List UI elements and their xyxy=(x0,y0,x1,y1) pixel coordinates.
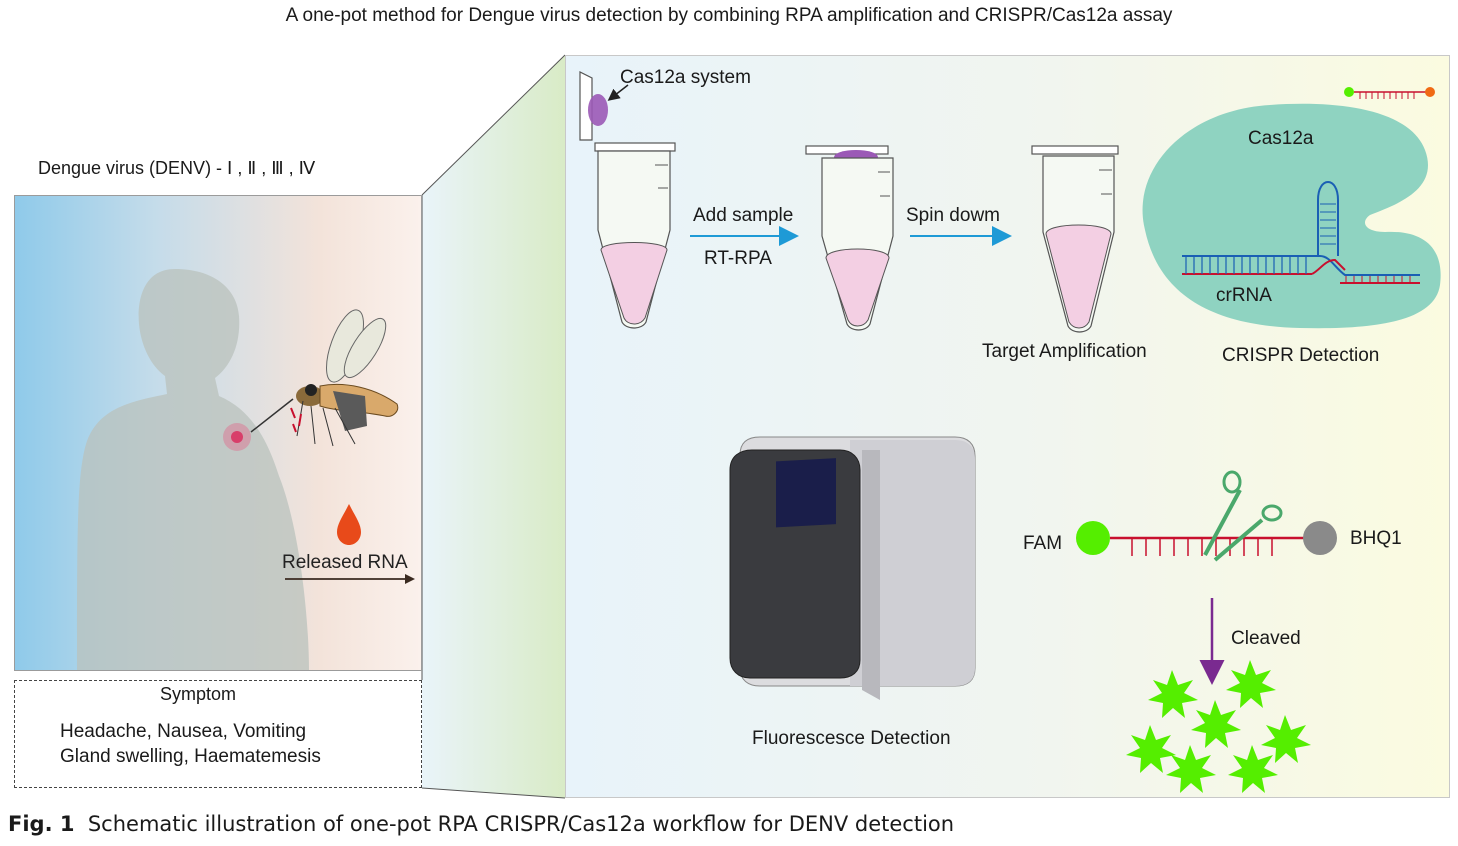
symptom-heading: Symptom xyxy=(160,684,237,704)
symptom-line-2: Gland swelling, Haematemesis xyxy=(60,746,321,767)
blood-drop-icon xyxy=(337,504,361,545)
fluorescence-burst xyxy=(1126,660,1311,793)
released-rna-label: Released RNA xyxy=(282,552,408,573)
reporter-probe xyxy=(1076,521,1337,556)
instrument-screen xyxy=(776,458,836,528)
patient-illustration xyxy=(77,269,415,670)
tube-1 xyxy=(579,71,676,329)
bhq1-label: BHQ1 xyxy=(1350,528,1402,549)
symptom-box xyxy=(14,680,422,788)
star-5 xyxy=(1261,715,1311,763)
virus-label: Dengue virus (DENV) - Ⅰ , Ⅱ , Ⅲ , Ⅳ xyxy=(38,158,316,178)
bhq1-quencher xyxy=(1303,521,1337,555)
crispr-detection-label: CRISPR Detection xyxy=(1222,345,1380,366)
mosquito-icon xyxy=(250,309,399,447)
caption-text: Schematic illustration of one-pot RPA CR… xyxy=(87,812,955,836)
crrna-complex xyxy=(1182,181,1420,284)
symptom-line-1: Headache, Nausea, Vomiting xyxy=(60,721,307,742)
zoom-line-bottom xyxy=(421,787,566,799)
rt-rpa-label: RT-RPA xyxy=(704,248,772,269)
cleaved-label: Cleaved xyxy=(1231,628,1301,649)
star-6 xyxy=(1166,745,1216,793)
star-1 xyxy=(1148,670,1198,718)
tube-3 xyxy=(1031,145,1119,333)
scissors-icon xyxy=(1203,470,1283,562)
figure-caption: Fig. 1 Schematic illustration of one-pot… xyxy=(8,812,954,836)
cas12a-drop xyxy=(588,94,608,126)
spin-down-label: Spin dowm xyxy=(906,205,1000,226)
zoom-line-top xyxy=(421,54,566,196)
star-2 xyxy=(1226,660,1276,708)
fluorescence-instrument xyxy=(729,436,976,700)
fluorescence-detection-label: Fluorescesce Detection xyxy=(752,728,951,749)
cas12a-protein xyxy=(1142,103,1441,329)
star-3 xyxy=(1191,700,1241,748)
zoom-wedge xyxy=(422,55,565,798)
fam-fluorophore xyxy=(1076,521,1110,555)
patient-panel xyxy=(14,195,422,671)
star-7 xyxy=(1228,745,1278,793)
crrna-label: crRNA xyxy=(1216,285,1272,306)
cas12a-label: Cas12a xyxy=(1248,128,1314,149)
tube-2 xyxy=(805,145,894,331)
figure-title: A one-pot method for Dengue virus detect… xyxy=(285,5,1173,26)
star-4 xyxy=(1126,725,1176,773)
reporter-icon-small xyxy=(1344,87,1435,99)
cas12a-pointer-arrow xyxy=(607,84,629,101)
fam-label: FAM xyxy=(1023,533,1063,554)
cas12a-system-label: Cas12a system xyxy=(620,67,751,88)
caption-label: Fig. 1 xyxy=(8,812,75,836)
target-amplification-label: Target Amplification xyxy=(982,341,1147,362)
human-silhouette xyxy=(77,269,309,670)
add-sample-label: Add sample xyxy=(693,205,794,226)
